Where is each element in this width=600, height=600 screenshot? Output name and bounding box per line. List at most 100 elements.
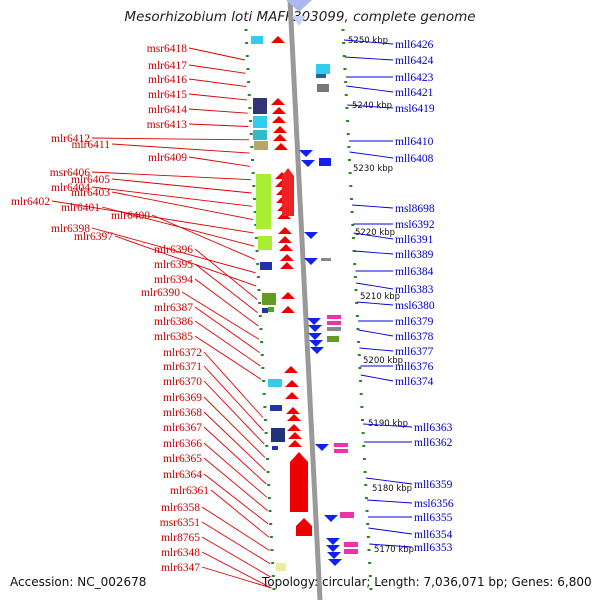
gene-label-msl8698[interactable]: msl8698 <box>395 203 435 215</box>
reverse-strand-genes: mll6426 mll6424 mll6423 mll6421 msl6419 mll64… <box>343 39 454 554</box>
gene-label-msl6356[interactable]: msl6356 <box>414 498 454 510</box>
gene-leader-line <box>188 123 249 127</box>
gene-label-msr6418[interactable]: msr6418 <box>147 43 188 55</box>
gene-leader-line <box>51 200 254 234</box>
gene-leader-line <box>201 521 271 565</box>
reverse-arrow <box>299 150 313 157</box>
gene-label-mll6423[interactable]: mll6423 <box>395 72 434 84</box>
gene-label-mlr8765[interactable]: mlr8765 <box>161 532 200 544</box>
gene-label-mlr6347[interactable]: mlr6347 <box>161 562 200 574</box>
gene-leader-line <box>363 423 413 428</box>
gene-label-mll6377[interactable]: mll6377 <box>395 346 434 358</box>
gene-leader-line <box>188 156 251 167</box>
kbp-tick-label: 5210 kbp <box>360 292 400 302</box>
gene-label-mlr6372[interactable]: mlr6372 <box>163 347 202 359</box>
gene-label-mlr6348[interactable]: mlr6348 <box>161 547 200 559</box>
gene-label-msl6419[interactable]: msl6419 <box>395 103 435 115</box>
gene-label-mlr6387[interactable]: mlr6387 <box>154 302 193 314</box>
gene-label-mll6424[interactable]: mll6424 <box>395 55 434 67</box>
gene-label-mlr6411[interactable]: mlr6411 <box>71 139 110 151</box>
gene-label-mlr6371[interactable]: mlr6371 <box>163 361 202 373</box>
gene-label-mlr6390[interactable]: mlr6390 <box>141 287 180 299</box>
gene-block <box>327 315 341 319</box>
gene-label-mlr6405[interactable]: mlr6405 <box>71 174 110 186</box>
gene-label-mlr6364[interactable]: mlr6364 <box>163 469 202 481</box>
gene-label-mlr6369[interactable]: mlr6369 <box>163 392 202 404</box>
gene-block <box>316 74 326 78</box>
reverse-arrow <box>304 258 318 265</box>
gene-label-mll6355[interactable]: mll6355 <box>414 512 453 524</box>
gene-label-mll6383[interactable]: mll6383 <box>395 284 434 296</box>
gene-leader-line <box>346 85 394 93</box>
forward-arrow <box>271 36 285 43</box>
gene-label-mlr6404[interactable]: mlr6404 <box>51 182 90 194</box>
gene-label-mll6353[interactable]: mll6353 <box>414 542 453 554</box>
gene-label-mll6376[interactable]: mll6376 <box>395 361 434 373</box>
gene-label-mlr6417[interactable]: mlr6417 <box>148 60 187 72</box>
forward-arrow <box>287 414 301 421</box>
gene-label-mlr6386[interactable]: mlr6386 <box>154 316 193 328</box>
gene-label-mlr6368[interactable]: mlr6368 <box>163 407 202 419</box>
gene-label-msr6413[interactable]: msr6413 <box>147 119 188 131</box>
gene-block <box>254 141 268 150</box>
gene-label-mlr6409[interactable]: mlr6409 <box>148 152 187 164</box>
gene-label-mll6379[interactable]: mll6379 <box>395 316 434 328</box>
gene-label-mlr6370[interactable]: mlr6370 <box>163 376 202 388</box>
gene-label-msr6351[interactable]: msr6351 <box>160 517 201 529</box>
gene-label-mlr6367[interactable]: mlr6367 <box>163 422 202 434</box>
reverse-arrow <box>309 340 323 347</box>
forward-arrow <box>272 116 286 123</box>
gene-label-mlr6394[interactable]: mlr6394 <box>154 274 193 286</box>
gene-label-mlr6415[interactable]: mlr6415 <box>148 89 187 101</box>
gene-label-mll6391[interactable]: mll6391 <box>395 234 434 246</box>
gene-label-mlr6398[interactable]: mlr6398 <box>51 223 90 235</box>
gene-label-mll6384[interactable]: mll6384 <box>395 266 434 278</box>
gene-leader-line <box>194 320 261 367</box>
reverse-arrow <box>328 559 342 566</box>
gene-label-mll6410[interactable]: mll6410 <box>395 136 434 148</box>
gene-label-mll6359[interactable]: mll6359 <box>414 479 453 491</box>
reverse-arrow <box>308 333 322 340</box>
gene-label-mll6389[interactable]: mll6389 <box>395 249 434 261</box>
gene-leader-line <box>359 347 394 352</box>
gene-label-mlr6403[interactable]: mlr6403 <box>71 187 110 199</box>
gene-label-mlr6361[interactable]: mlr6361 <box>170 485 209 497</box>
gene-label-mlr6385[interactable]: mlr6385 <box>154 331 193 343</box>
forward-arrow <box>281 292 295 299</box>
gene-label-msr6406[interactable]: msr6406 <box>50 167 91 179</box>
gene-label-mll6378[interactable]: mll6378 <box>395 331 434 343</box>
gene-label-mlr6402[interactable]: mlr6402 <box>11 196 50 208</box>
gene-label-mll6354[interactable]: mll6354 <box>414 529 453 541</box>
gene-label-mlr6396[interactable]: mlr6396 <box>154 244 193 256</box>
gene-label-mlr6414[interactable]: mlr6414 <box>148 104 187 116</box>
kbp-tick-label: 5180 kbp <box>372 484 412 494</box>
reverse-arrow <box>301 160 315 167</box>
gene-label-mlr6401[interactable]: mlr6401 <box>61 202 100 214</box>
gene-block <box>317 84 329 92</box>
gene-label-msl6380[interactable]: msl6380 <box>395 300 435 312</box>
right-track-dashes <box>341 29 373 590</box>
gene-leader-line <box>368 527 413 535</box>
gene-label-mll6426[interactable]: mll6426 <box>395 39 434 51</box>
gene-block <box>272 446 278 450</box>
gene-label-mlr6395[interactable]: mlr6395 <box>154 259 193 271</box>
gene-block <box>262 293 276 305</box>
gene-label-mlr6400[interactable]: mlr6400 <box>111 210 150 222</box>
gene-label-mlr6416[interactable]: mlr6416 <box>148 74 187 86</box>
gene-leader-line <box>347 104 394 109</box>
gene-label-mll6362[interactable]: mll6362 <box>414 437 453 449</box>
gene-leader-line <box>354 250 394 255</box>
gene-label-mll6421[interactable]: mll6421 <box>395 87 434 99</box>
gene-label-msl6392[interactable]: msl6392 <box>395 219 435 231</box>
gene-label-mlr6358[interactable]: mlr6358 <box>161 502 200 514</box>
gene-label-mlr6366[interactable]: mlr6366 <box>163 438 202 450</box>
forward-arrow <box>284 366 298 373</box>
gene-leader-line <box>352 204 394 209</box>
gene-label-mll6363[interactable]: mll6363 <box>414 422 453 434</box>
forward-arrow <box>281 306 295 313</box>
gene-label-mlr6412[interactable]: mlr6412 <box>51 133 90 145</box>
gene-label-mll6374[interactable]: mll6374 <box>395 376 434 388</box>
gene-label-mll6408[interactable]: mll6408 <box>395 153 434 165</box>
gene-label-mlr6365[interactable]: mlr6365 <box>163 453 202 465</box>
gene-label-mlr6397[interactable]: mlr6397 <box>74 231 113 243</box>
